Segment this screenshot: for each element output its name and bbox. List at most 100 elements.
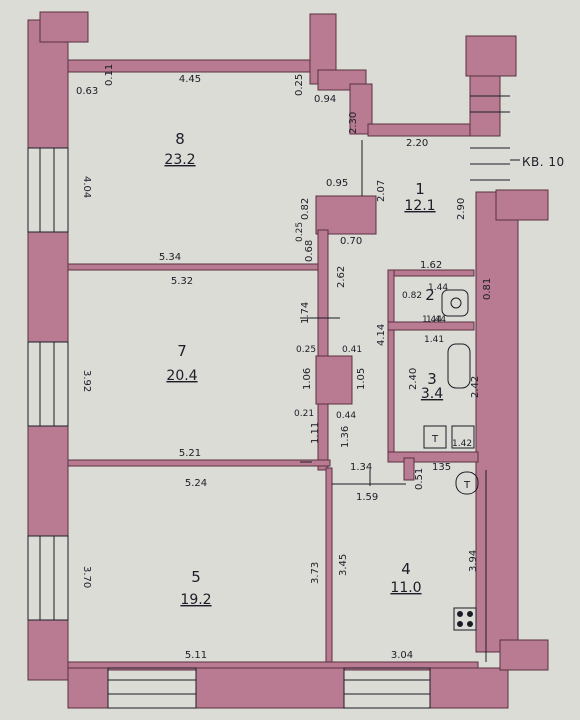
dim-290: 2.90 xyxy=(456,198,467,220)
room-1-area: 12.1 xyxy=(404,198,435,214)
dim-144a: 1.44 xyxy=(428,283,448,293)
dim-394: 3.94 xyxy=(468,550,479,572)
room-4-number: 4 xyxy=(401,560,411,578)
room-1-number: 1 xyxy=(415,180,425,198)
dim-159: 1.59 xyxy=(356,492,378,503)
dim-081: 0.81 xyxy=(482,278,493,300)
dim-240: 2.40 xyxy=(408,368,419,390)
dim-082a: 0.82 xyxy=(300,198,311,220)
dim-063: 0.63 xyxy=(76,86,98,97)
dim-070: 0.70 xyxy=(340,236,362,247)
wall-wc-bath xyxy=(387,321,475,331)
room-5-number: 5 xyxy=(191,568,201,586)
sink-drain-icon xyxy=(450,297,462,309)
dim-373: 3.73 xyxy=(310,562,321,584)
dim-370: 3.70 xyxy=(81,566,92,588)
dim-162: 1.62 xyxy=(420,260,442,271)
dim-242: 2.42 xyxy=(470,376,481,398)
room-3-area: 3.4 xyxy=(421,386,443,402)
dim-105: 1.05 xyxy=(356,368,367,390)
dim-142: 1.42 xyxy=(452,439,472,449)
wall-right-outer xyxy=(475,191,519,653)
dim-511: 5.11 xyxy=(185,650,207,661)
room-2-number: 2 xyxy=(425,286,435,304)
dim-044: 0.44 xyxy=(336,411,356,421)
dim-141: 1.41 xyxy=(424,335,444,345)
sink-icon xyxy=(441,289,469,317)
wall-bottom-right xyxy=(429,667,509,709)
dim-262: 2.62 xyxy=(336,266,347,288)
dim-521: 5.21 xyxy=(179,448,201,459)
dim-025b: 0.25 xyxy=(295,222,305,242)
room-3-number: 3 xyxy=(427,370,437,388)
walls xyxy=(27,11,549,709)
dim-106: 1.06 xyxy=(302,368,313,390)
dim-111: 1.11 xyxy=(310,422,321,444)
dim-051: 0.51 xyxy=(414,468,425,490)
shower-icon xyxy=(451,425,475,449)
dim-304: 3.04 xyxy=(391,650,413,661)
window-room5 xyxy=(27,535,69,621)
wall-top-room1 xyxy=(367,123,473,137)
wall-bath-left xyxy=(387,269,395,461)
wall-left-bottom xyxy=(27,619,69,681)
toilet-letter-a: T xyxy=(431,434,439,445)
wall-7-5 xyxy=(67,459,331,467)
dim-082b: 0.82 xyxy=(402,291,422,301)
dim-532: 5.32 xyxy=(171,276,193,287)
wall-stair-top xyxy=(465,35,517,77)
dim-144b: 1.44 xyxy=(426,315,446,325)
wall-left-mid xyxy=(27,231,69,343)
toilet-icon-a xyxy=(423,425,447,449)
dim-021: 0.21 xyxy=(294,409,314,419)
wall-left-low xyxy=(27,425,69,537)
bathtub-icon xyxy=(447,343,471,389)
windows xyxy=(27,95,510,709)
dim-524: 5.24 xyxy=(185,478,207,489)
wall-8-1-upper xyxy=(349,83,373,135)
wall-bottom-mid xyxy=(195,667,345,709)
dim-220: 2.20 xyxy=(406,138,428,149)
wall-8-7 xyxy=(67,263,321,271)
stove-icon xyxy=(453,607,477,631)
room-7-area: 20.4 xyxy=(166,368,197,384)
dim-011: 0.11 xyxy=(104,64,115,86)
dim-534: 5.34 xyxy=(159,252,181,263)
dim-095: 0.95 xyxy=(326,178,348,189)
room-8-area: 23.2 xyxy=(164,152,195,168)
dim-207: 2.07 xyxy=(376,180,387,202)
room-7-number: 7 xyxy=(177,342,187,360)
wall-chimney xyxy=(315,355,353,405)
dim-094: 0.94 xyxy=(314,94,336,105)
fixtures xyxy=(423,289,479,631)
wall-bath-bottom xyxy=(387,451,479,463)
ink-lines xyxy=(300,140,520,662)
window-room8 xyxy=(27,147,69,233)
window-room5-bottom xyxy=(107,667,197,709)
dim-025a: 0.25 xyxy=(294,74,305,96)
dim-135: 135 xyxy=(432,462,451,473)
dim-392: 3.92 xyxy=(81,370,92,392)
dim-230: 2.30 xyxy=(348,112,359,134)
room-5-area: 19.2 xyxy=(180,592,211,608)
dim-068: 0.68 xyxy=(304,240,315,262)
toilet-icon-b xyxy=(455,471,479,495)
dim-025c: 0.25 xyxy=(296,345,316,355)
window-room4-bottom xyxy=(343,667,431,709)
wall-corridor xyxy=(317,229,329,471)
dim-445: 4.45 xyxy=(179,74,201,85)
wall-bath-stub xyxy=(403,457,415,481)
dim-345: 3.45 xyxy=(338,554,349,576)
wall-top-left-stub xyxy=(39,11,89,43)
room-8-number: 8 xyxy=(175,130,185,148)
dim-134: 1.34 xyxy=(350,462,372,473)
wall-8-1-lower xyxy=(315,195,377,235)
toilet-letter-b: T xyxy=(463,480,471,491)
dim-041: 0.41 xyxy=(342,345,362,355)
room-2-area: 1.44 xyxy=(422,315,442,325)
dim-174: 1.74 xyxy=(300,302,311,324)
flat-number-label: КВ. 10 xyxy=(522,155,565,169)
wall-right-stub xyxy=(495,189,549,221)
window-room7 xyxy=(27,341,69,427)
